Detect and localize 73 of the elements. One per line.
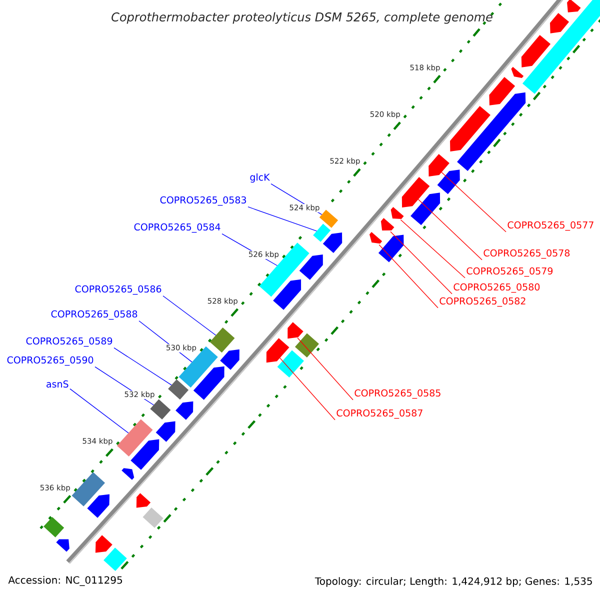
leader-line bbox=[114, 348, 172, 386]
leader-line bbox=[441, 172, 506, 232]
gene-feature bbox=[220, 349, 240, 370]
gene-feature bbox=[567, 0, 581, 12]
gene-feature bbox=[380, 218, 394, 231]
gene-feature bbox=[87, 494, 110, 518]
gene-bar bbox=[319, 210, 338, 228]
gene-label: COPRO5265_0590 bbox=[7, 356, 94, 366]
gene-feature bbox=[95, 535, 112, 553]
gene-feature bbox=[56, 539, 70, 552]
gene-label: COPRO5265_0589 bbox=[26, 337, 112, 347]
gene-feature bbox=[378, 234, 404, 262]
leader-line bbox=[418, 199, 482, 260]
gene-label: COPRO5265_0583 bbox=[160, 196, 246, 206]
gene-label: COPRO5265_0582 bbox=[440, 297, 526, 307]
leader-line bbox=[400, 219, 466, 278]
gene-label: COPRO5265_0588 bbox=[51, 310, 138, 320]
gene-feature bbox=[176, 401, 194, 420]
gene-label: COPRO5265_0585 bbox=[354, 389, 440, 399]
gene-bar bbox=[44, 517, 64, 538]
gene-label: COPRO5265_0586 bbox=[75, 285, 162, 295]
gene-feature bbox=[266, 338, 290, 363]
gene-label: COPRO5265_0580 bbox=[454, 283, 540, 293]
gene-feature bbox=[273, 279, 302, 310]
gene-label: COPRO5265_0587 bbox=[336, 409, 422, 419]
gene-feature bbox=[410, 192, 440, 226]
gene-bar bbox=[522, 0, 600, 94]
gene-bar bbox=[178, 346, 218, 388]
accession-label: Accession: NC_011295 bbox=[8, 576, 122, 586]
gene-bar bbox=[294, 333, 319, 358]
leader-line bbox=[248, 206, 318, 232]
gene-bar bbox=[72, 472, 105, 506]
genome-info-text: Topology: circular; Length: 1,424,912 bp; Genes: 1,535 bbox=[314, 577, 592, 587]
gene-label: asnS bbox=[46, 380, 68, 388]
leader-line bbox=[378, 244, 438, 308]
title: Coprothermobacter proteolyticus DSM 5265, complete genome bbox=[112, 12, 492, 24]
gene-feature bbox=[369, 232, 382, 244]
gene-feature bbox=[521, 34, 551, 68]
leader-line bbox=[390, 231, 452, 294]
gene-feature bbox=[402, 177, 430, 208]
gene-feature bbox=[511, 66, 524, 78]
gene-feature bbox=[288, 322, 304, 339]
gene-label: COPRO5265_0579 bbox=[466, 267, 553, 277]
gene-bar bbox=[210, 327, 235, 353]
gene-bar bbox=[116, 419, 153, 456]
gene-feature bbox=[457, 92, 526, 172]
leader-line bbox=[162, 296, 216, 336]
gene-label: COPRO5265_0577 bbox=[508, 221, 594, 231]
gene-feature bbox=[299, 254, 323, 280]
gene-feature bbox=[156, 421, 176, 442]
gene-feature bbox=[437, 170, 460, 194]
leader-line bbox=[297, 338, 354, 400]
gene-feature bbox=[136, 493, 151, 508]
gene-feature bbox=[322, 232, 342, 253]
gene-bar bbox=[168, 379, 189, 400]
gene-bar bbox=[150, 399, 171, 420]
gene-feature bbox=[489, 76, 516, 106]
gene-feature bbox=[130, 439, 160, 470]
gene-bar bbox=[313, 224, 331, 242]
gene-bar bbox=[104, 548, 127, 571]
gene-feature bbox=[428, 154, 450, 176]
gene-label: COPRO5265_0584 bbox=[134, 223, 220, 233]
gene-feature bbox=[122, 468, 134, 480]
leader-line bbox=[280, 358, 336, 420]
gene-bar bbox=[142, 508, 164, 528]
gene-label: COPRO5265_0578 bbox=[484, 249, 570, 259]
gene-feature bbox=[450, 106, 490, 152]
gene-bar bbox=[277, 350, 304, 378]
gene-feature bbox=[550, 12, 570, 34]
gene-feature bbox=[390, 207, 404, 219]
gene-feature bbox=[193, 366, 224, 400]
leader-line bbox=[70, 388, 129, 434]
gene-label: glcK bbox=[250, 173, 270, 183]
